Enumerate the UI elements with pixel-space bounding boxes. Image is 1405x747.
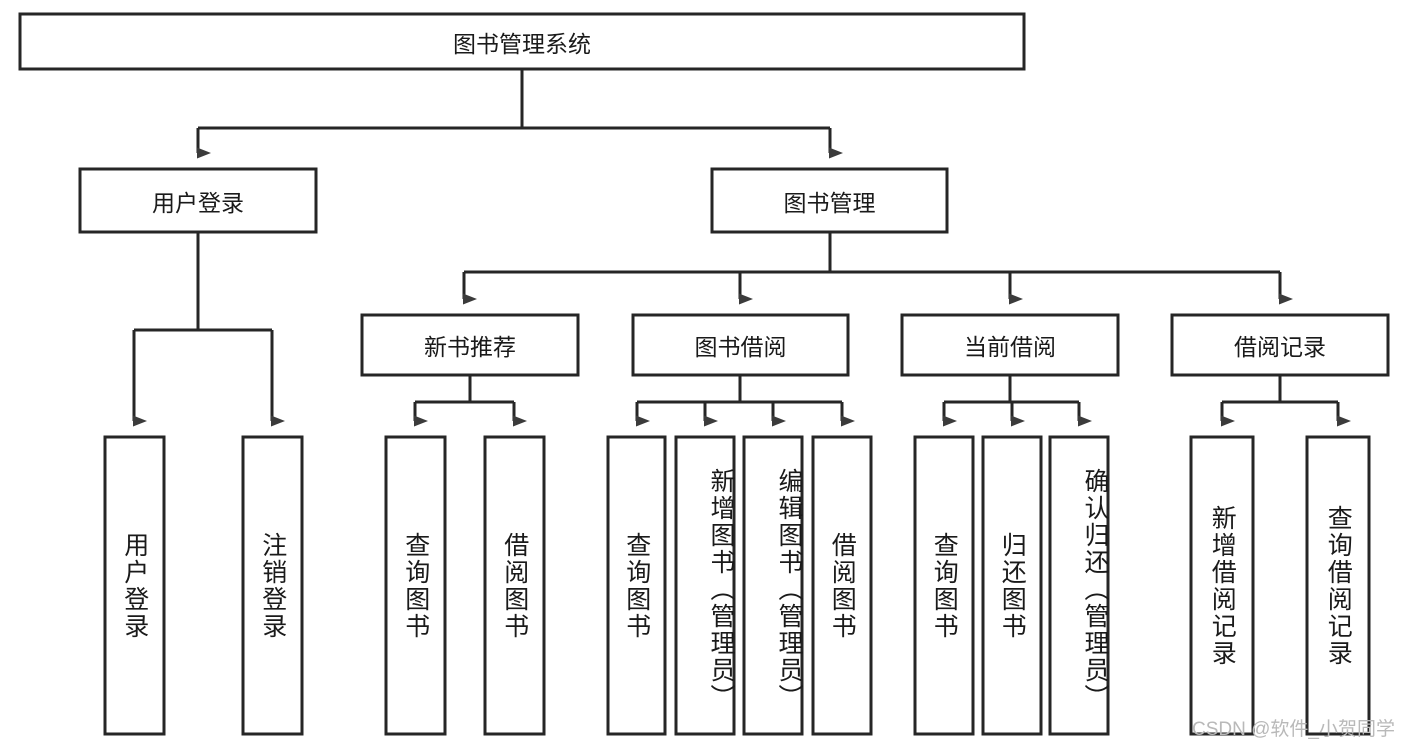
- edges-group: [132, 69, 1351, 427]
- node-leaf-confirm-return[interactable]: [1048, 435, 1110, 736]
- node-leaf-query-book-3[interactable]: [913, 435, 975, 736]
- node-leaf-edit-book[interactable]: [742, 435, 804, 736]
- node-leaf-add-book[interactable]: [674, 435, 736, 736]
- node-leaf-query-record[interactable]: [1305, 435, 1371, 736]
- node-leaf-add-record[interactable]: [1189, 435, 1255, 736]
- node-current-borrow[interactable]: [900, 313, 1120, 377]
- node-leaf-query-book-1[interactable]: [384, 435, 447, 736]
- node-user-login[interactable]: [78, 167, 318, 234]
- node-leaf-user-login[interactable]: [103, 435, 166, 736]
- node-leaf-borrow-book-2[interactable]: [811, 435, 873, 736]
- node-book-manage[interactable]: [710, 167, 949, 234]
- node-leaf-borrow-book-1[interactable]: [483, 435, 546, 736]
- node-leaf-query-book-2[interactable]: [606, 435, 667, 736]
- node-borrow-record[interactable]: [1170, 313, 1390, 377]
- nodes-group: [18, 12, 1390, 736]
- node-leaf-logout[interactable]: [241, 435, 304, 736]
- node-new-book-rec[interactable]: [360, 313, 580, 377]
- node-book-borrow[interactable]: [631, 313, 850, 377]
- node-leaf-return-book[interactable]: [981, 435, 1043, 736]
- node-root[interactable]: [18, 12, 1026, 71]
